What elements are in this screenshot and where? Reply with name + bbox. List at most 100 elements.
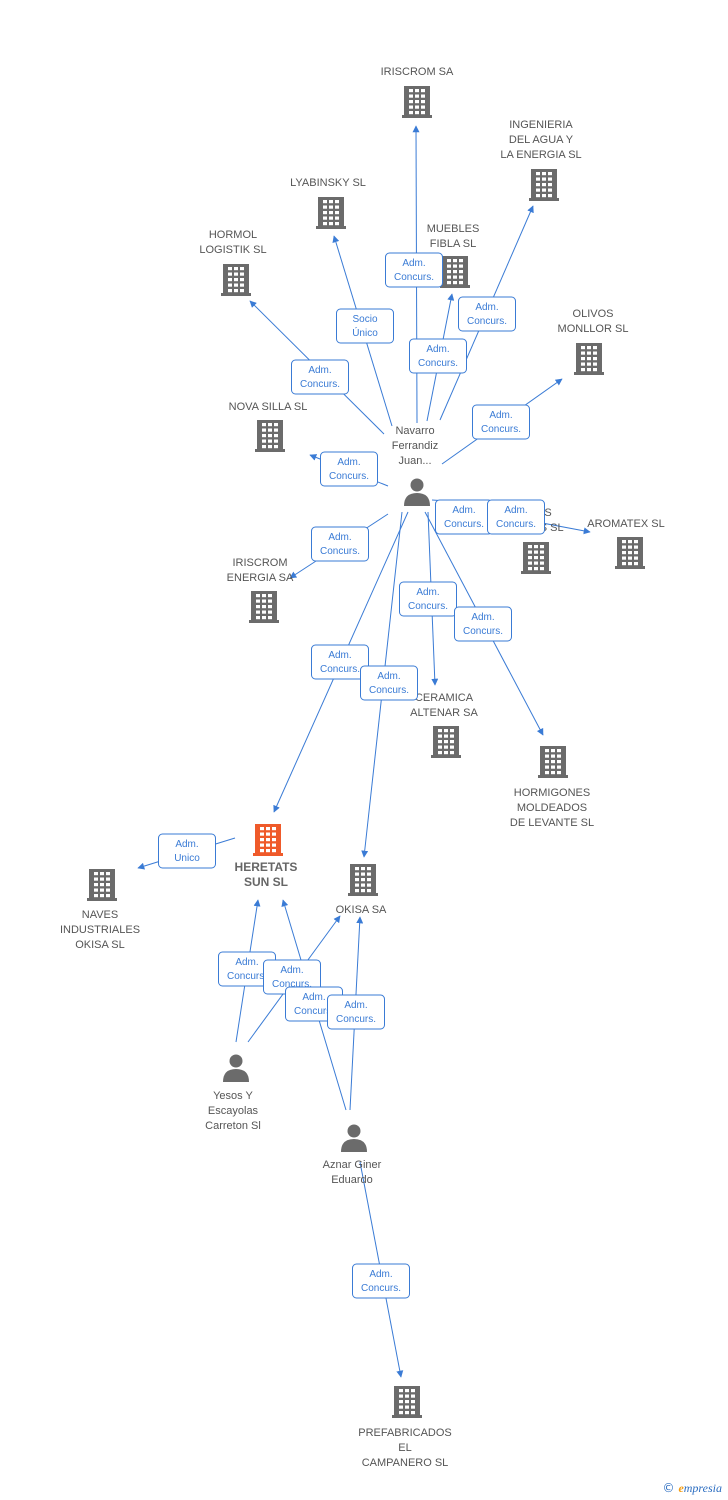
edge-label-aznar-to-prefabricados[interactable]: Adm. Concurs. xyxy=(352,1263,410,1299)
edge-label-box xyxy=(336,308,394,344)
building-icon xyxy=(615,537,645,569)
node-novasilla[interactable]: NOVA SILLA SL xyxy=(229,401,308,452)
edge-label-navarro-to-muebles[interactable]: Adm.Concurs. xyxy=(409,338,467,374)
edge-label-navarro-to-ingenieria[interactable]: Adm.Concurs. xyxy=(458,296,516,332)
edge-label-text: Concurs. xyxy=(329,471,369,482)
edge-label-navarro-to-olivos[interactable]: Adm.Concurs. xyxy=(472,404,530,440)
brand-initial: e xyxy=(678,1481,684,1495)
edge-label-heretats-to-naves[interactable]: Adm.Unico xyxy=(158,833,216,869)
node-label: Yesos Y xyxy=(213,1090,253,1102)
node-label: SUN SL xyxy=(244,875,288,889)
edge-label-aznar-to-okisa[interactable]: Adm.Concurs. xyxy=(327,994,385,1030)
node-label: ALTENAR SA xyxy=(410,707,478,719)
node-label: NOVA SILLA SL xyxy=(229,401,308,413)
node-label: Aznar Giner xyxy=(323,1159,382,1171)
node-label: PREFABRICADOS xyxy=(358,1427,452,1439)
node-label: LYABINSKY SL xyxy=(290,177,366,189)
edge-label-box xyxy=(311,644,369,680)
edge-label-navarro-to-aromatex[interactable]: Adm.Concurs. xyxy=(487,499,545,535)
edge-label-navarro-to-hidden_s[interactable]: Adm.Concurs. xyxy=(435,499,493,535)
node-label: DEL AGUA Y xyxy=(509,134,574,146)
node-navarro[interactable]: NavarroFerrandizJuan... xyxy=(392,425,438,506)
edge-labels-layer: Adm.Concurs.Adm.Concurs.SocioÚnicoAdm.Co… xyxy=(158,252,545,1299)
edge-label-text: Adm. xyxy=(402,258,425,269)
building-icon xyxy=(440,256,470,288)
edge-label-text: Concurs. xyxy=(320,664,360,675)
node-label: Navarro xyxy=(395,425,434,437)
edge-label-text: Concurs. xyxy=(496,519,536,530)
edge-label-text: Adm. xyxy=(328,650,351,661)
node-label: Juan... xyxy=(398,455,431,467)
building-icon xyxy=(431,726,461,758)
edge-label-box xyxy=(311,526,369,562)
building-icon xyxy=(253,824,283,856)
edge-label-box xyxy=(352,1263,410,1299)
node-label: Eduardo xyxy=(331,1174,373,1186)
edge-label-text: Adm. xyxy=(416,587,439,598)
edge-label-navarro-to-okisa[interactable]: Adm.Concurs. xyxy=(360,665,418,701)
edge-label-navarro-to-novasilla[interactable]: Adm. Concurs. xyxy=(320,451,378,487)
building-icon xyxy=(521,542,551,574)
edge-label-navarro-to-iriscromenergia[interactable]: Adm.Concurs. xyxy=(311,526,369,562)
copyright-icon: © xyxy=(662,1481,675,1495)
edge-label-box xyxy=(158,833,216,869)
edge-label-text: Adm. xyxy=(337,457,360,468)
building-icon xyxy=(348,864,378,896)
edge-label-text: Concurs. xyxy=(320,546,360,557)
edge-label-navarro-to-heretats[interactable]: Adm. Concurs. xyxy=(311,644,369,680)
building-icon xyxy=(574,343,604,375)
node-label: OKISA SA xyxy=(336,904,387,916)
edge-label-text: Adm. xyxy=(175,839,198,850)
edge-label-navarro-to-ceramica[interactable]: Adm. Concurs. xyxy=(399,581,457,617)
building-icon xyxy=(255,420,285,452)
node-label: Escayolas xyxy=(208,1105,259,1117)
node-naves[interactable]: NAVES INDUSTRIALES OKISA SL xyxy=(60,869,140,951)
edge-label-navarro-to-hormigones[interactable]: Adm.Concurs. xyxy=(454,606,512,642)
edge-label-navarro-to-iriscrom[interactable]: Adm. Concurs. xyxy=(385,252,443,288)
node-label: S xyxy=(544,507,551,519)
edge-label-box xyxy=(291,359,349,395)
node-label: INDUSTRIALES xyxy=(60,924,140,936)
edge-label-text: Adm. xyxy=(471,612,494,623)
node-label: OKISA SL xyxy=(75,939,125,951)
node-lyabinsky[interactable]: LYABINSKY SL xyxy=(290,177,366,229)
node-label: HERETATS xyxy=(235,860,298,874)
edge-label-box xyxy=(454,606,512,642)
footer-brand[interactable]: ©empresia xyxy=(662,1481,722,1496)
building-icon xyxy=(529,169,559,201)
node-label: Carreton Sl xyxy=(205,1120,261,1132)
node-aromatex[interactable]: AROMATEX SL xyxy=(587,518,665,569)
edge-label-yesos-to-okisa[interactable]: Adm.Concurs. xyxy=(263,959,321,995)
edge-label-text: Concurs. xyxy=(300,379,340,390)
node-label: FIBLA SL xyxy=(430,238,476,250)
node-label: NAVES xyxy=(82,909,118,921)
edge-label-navarro-to-hormol[interactable]: Adm.Concurs. xyxy=(291,359,349,395)
node-okisa[interactable]: OKISA SA xyxy=(336,864,387,916)
edge-label-text: Concurs. xyxy=(294,1006,334,1017)
edge-label-text: Adm. xyxy=(369,1269,392,1280)
edge-label-text: Adm. xyxy=(426,344,449,355)
edge-label-text: Concurs. xyxy=(394,272,434,283)
edge-label-box xyxy=(327,994,385,1030)
edge-label-box xyxy=(320,451,378,487)
edge-label-text: Concurs. xyxy=(361,1283,401,1294)
node-label: Ferrandiz xyxy=(392,440,438,452)
edge-label-text: Único xyxy=(352,326,378,339)
person-icon xyxy=(223,1054,249,1082)
edge-label-box xyxy=(399,581,457,617)
node-iriscrom[interactable]: IRISCROM SA xyxy=(381,66,454,118)
edge-label-text: Concurs. xyxy=(408,601,448,612)
